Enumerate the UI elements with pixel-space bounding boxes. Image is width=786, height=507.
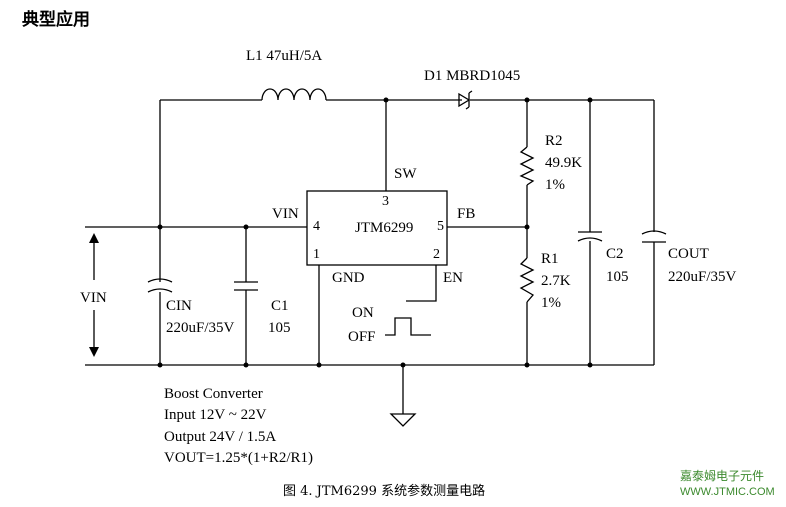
r2-value: 49.9K xyxy=(545,155,582,171)
note-line: Output 24V / 1.5A xyxy=(164,429,276,445)
c1-value: 105 xyxy=(268,320,291,336)
note-line: Boost Converter xyxy=(164,386,263,402)
r2-tolerance: 1% xyxy=(545,177,565,193)
pin-3-number: 3 xyxy=(382,194,389,209)
ground-icon xyxy=(389,413,417,427)
junction-dot xyxy=(524,224,530,230)
figure-caption: 图 4. JTM6299 系统参数测量电路 xyxy=(283,483,485,499)
note-line: Input 12V ~ 22V xyxy=(164,407,267,423)
ic-body xyxy=(306,190,448,266)
vin-arrow: VIN xyxy=(80,233,107,357)
capacitor-cout: COUT 220uF/35V xyxy=(641,230,737,285)
cin-value: 220uF/35V xyxy=(166,320,235,336)
capacitor-c2: C2 105 xyxy=(577,231,629,285)
junction-dot xyxy=(157,362,163,368)
junction-dot xyxy=(383,97,389,103)
pin-5-number: 5 xyxy=(437,219,444,234)
resistor-r1: R1 2.7K 1% xyxy=(519,251,571,311)
capacitor-cin: CIN 220uF/35V xyxy=(147,278,235,336)
r1-value: 2.7K xyxy=(541,273,571,289)
design-notes: Boost Converter Input 12V ~ 22V Output 2… xyxy=(164,386,313,466)
c2-value: 105 xyxy=(606,269,629,285)
switch-on-label: ON xyxy=(352,305,374,321)
inductor-label: L1 47uH/5A xyxy=(246,48,322,64)
junction-dot xyxy=(316,362,322,368)
watermark-line2: WWW.JTMIC.COM xyxy=(680,486,775,498)
junction-dot xyxy=(587,362,593,368)
r1-tolerance: 1% xyxy=(541,295,561,311)
diode-label: D1 MBRD1045 xyxy=(424,68,520,84)
junction-dot xyxy=(400,362,406,368)
ic-label: JTM6299 xyxy=(355,220,413,236)
pin-sw-label: SW xyxy=(394,166,417,182)
inductor-l1: L1 47uH/5A xyxy=(246,48,327,101)
vin-input-label: VIN xyxy=(80,290,107,306)
resistor-r2: R2 49.9K 1% xyxy=(519,133,582,193)
pin-1-number: 1 xyxy=(313,247,320,262)
c2-name: C2 xyxy=(606,246,624,262)
junction-dot xyxy=(157,224,163,230)
section-title: 典型应用 xyxy=(22,9,90,30)
r2-name: R2 xyxy=(545,133,563,149)
watermark: 嘉泰姆电子元件 WWW.JTMIC.COM xyxy=(680,469,775,498)
junction-dot xyxy=(243,362,249,368)
cout-name: COUT xyxy=(668,246,709,262)
junction-dot xyxy=(587,97,593,103)
en-switch: ON OFF xyxy=(348,305,431,345)
ic-jtm6299: JTM6299 3 4 5 1 2 SW VIN FB GND EN xyxy=(272,166,475,286)
pin-2-number: 2 xyxy=(433,247,440,262)
junctions xyxy=(157,97,593,368)
wires xyxy=(85,99,655,414)
junction-dot xyxy=(524,362,530,368)
cout-value: 220uF/35V xyxy=(668,269,737,285)
pin-vin-label: VIN xyxy=(272,206,299,222)
junction-dot xyxy=(524,97,530,103)
pin-fb-label: FB xyxy=(457,206,475,222)
switch-off-label: OFF xyxy=(348,329,376,345)
watermark-line1: 嘉泰姆电子元件 xyxy=(680,469,764,483)
c1-name: C1 xyxy=(271,298,289,314)
capacitor-c1: C1 105 xyxy=(234,281,291,336)
pin-gnd-label: GND xyxy=(332,270,365,286)
note-line: VOUT=1.25*(1+R2/R1) xyxy=(164,450,313,466)
diode-d1: D1 MBRD1045 xyxy=(424,68,520,110)
cin-name: CIN xyxy=(166,298,192,314)
pin-en-label: EN xyxy=(443,270,463,286)
r1-name: R1 xyxy=(541,251,559,267)
junction-dot xyxy=(243,224,249,230)
pin-4-number: 4 xyxy=(313,219,320,234)
